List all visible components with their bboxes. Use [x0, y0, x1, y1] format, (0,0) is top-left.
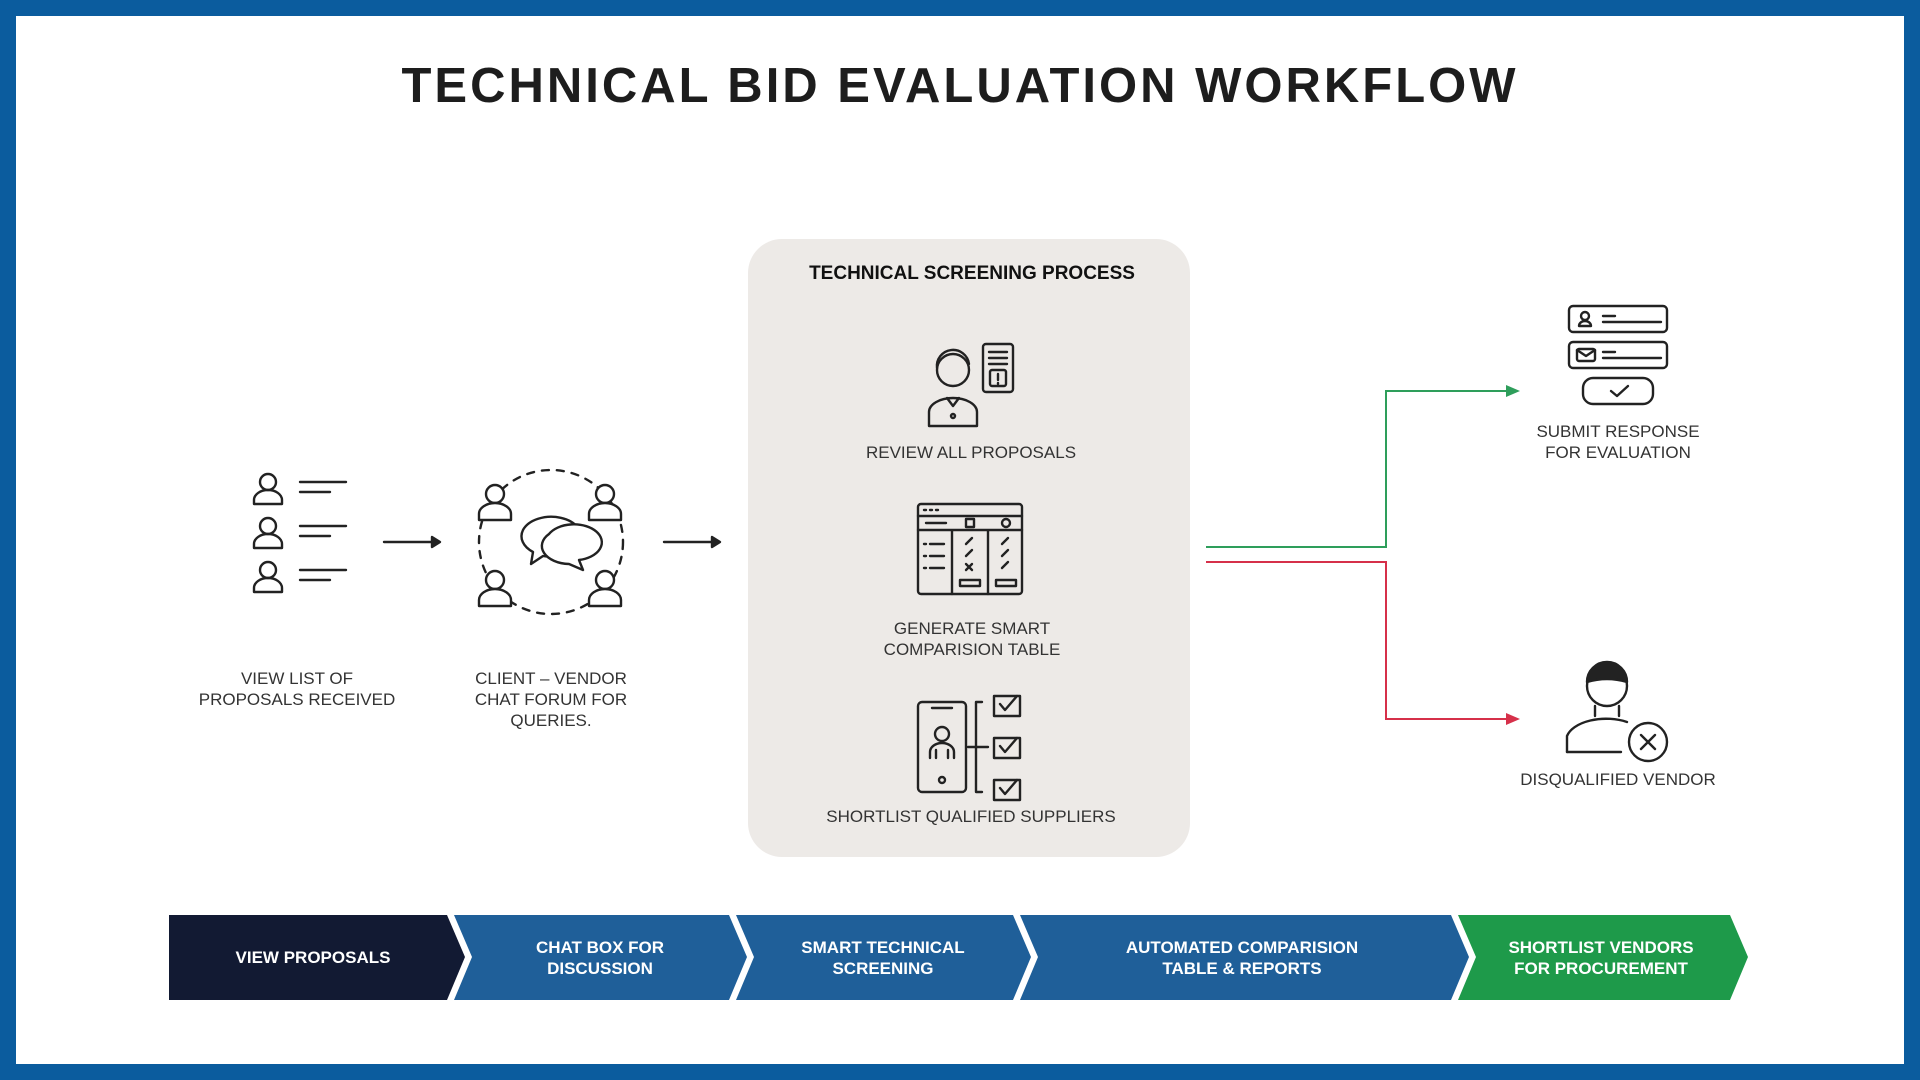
reject-connector: [1206, 561, 1508, 720]
label-line: SCREENING: [832, 958, 934, 978]
label-line: TABLE & REPORTS: [1162, 958, 1322, 978]
label-line: REVIEW ALL PROPOSALS: [865, 443, 1077, 462]
label-line: SHORTLIST QUALIFIED SUPPLIERS: [826, 807, 1116, 826]
screening-heading: TECHNICAL SCREENING PROCESS: [809, 263, 1135, 284]
label-line: SMART TECHNICAL: [801, 937, 965, 957]
disqualified-user-icon: [1565, 660, 1669, 763]
screening-panel: [748, 239, 1190, 857]
label-line: PROPOSALS RECEIVED: [198, 690, 396, 709]
label-line: CHAT BOX FOR: [535, 937, 665, 957]
label-line: SHORTLIST VENDORS: [1508, 937, 1694, 957]
label-line: FOR PROCUREMENT: [1514, 958, 1688, 978]
label-line: DISCUSSION: [547, 958, 653, 978]
submit-response-label: SUBMIT RESPONSE FOR EVALUATION: [1536, 421, 1699, 463]
chat-forum-icon: [477, 468, 625, 616]
page-title: TECHNICAL BID EVALUATION WORKFLOW: [401, 59, 1519, 113]
label-line: CLIENT – VENDOR: [475, 669, 627, 688]
banner-segment-smart-screening: [736, 915, 1031, 1000]
disqualified-label: DISQUALIFIED VENDOR: [1520, 769, 1716, 790]
banner-segment-chat-box: [454, 915, 747, 1000]
label-line: GENERATE SMART: [893, 619, 1051, 638]
accept-connector: [1206, 390, 1508, 548]
review-label: REVIEW ALL PROPOSALS: [866, 442, 1076, 463]
step-label-view-list: VIEW LIST OF PROPOSALS RECEIVED: [199, 668, 396, 710]
banner-label-view-proposals: VIEW PROPOSALS: [169, 915, 457, 1000]
label-line: AUTOMATED COMPARISION: [1125, 937, 1359, 957]
label-line: COMPARISION TABLE: [883, 640, 1061, 659]
comparison-label: GENERATE SMART COMPARISION TABLE: [884, 618, 1061, 660]
accept-arrowhead: [1506, 385, 1520, 397]
people-list-icon: [252, 472, 348, 594]
arrow-right-icon: [662, 535, 722, 549]
reject-arrowhead: [1506, 713, 1520, 725]
shortlist-label: SHORTLIST QUALIFIED SUPPLIERS: [826, 806, 1115, 827]
form-submit-icon: [1567, 304, 1669, 406]
label-line: FOR EVALUATION: [1545, 443, 1691, 462]
comparison-table-icon: [916, 502, 1024, 596]
label-line: SUBMIT RESPONSE: [1536, 422, 1700, 441]
label-line: VIEW LIST OF: [240, 669, 354, 688]
reviewer-icon: [927, 342, 1015, 428]
banner-segment-shortlist: [1458, 915, 1748, 1000]
banner-segment-comparison: [1020, 915, 1469, 1000]
arrow-right-icon: [382, 535, 442, 549]
step-label-chat-forum: CLIENT – VENDOR CHAT FORUM FOR QUERIES.: [475, 668, 627, 731]
label-line: CHAT FORUM FOR: [474, 690, 628, 709]
label-line: DISQUALIFIED VENDOR: [1520, 770, 1716, 789]
label-line: VIEW PROPOSALS: [235, 948, 391, 967]
process-banner: [169, 915, 1748, 1000]
banner-segment-view-proposals: [169, 915, 465, 1000]
label-line: QUERIES.: [510, 711, 592, 730]
shortlist-icon: [916, 694, 1022, 802]
